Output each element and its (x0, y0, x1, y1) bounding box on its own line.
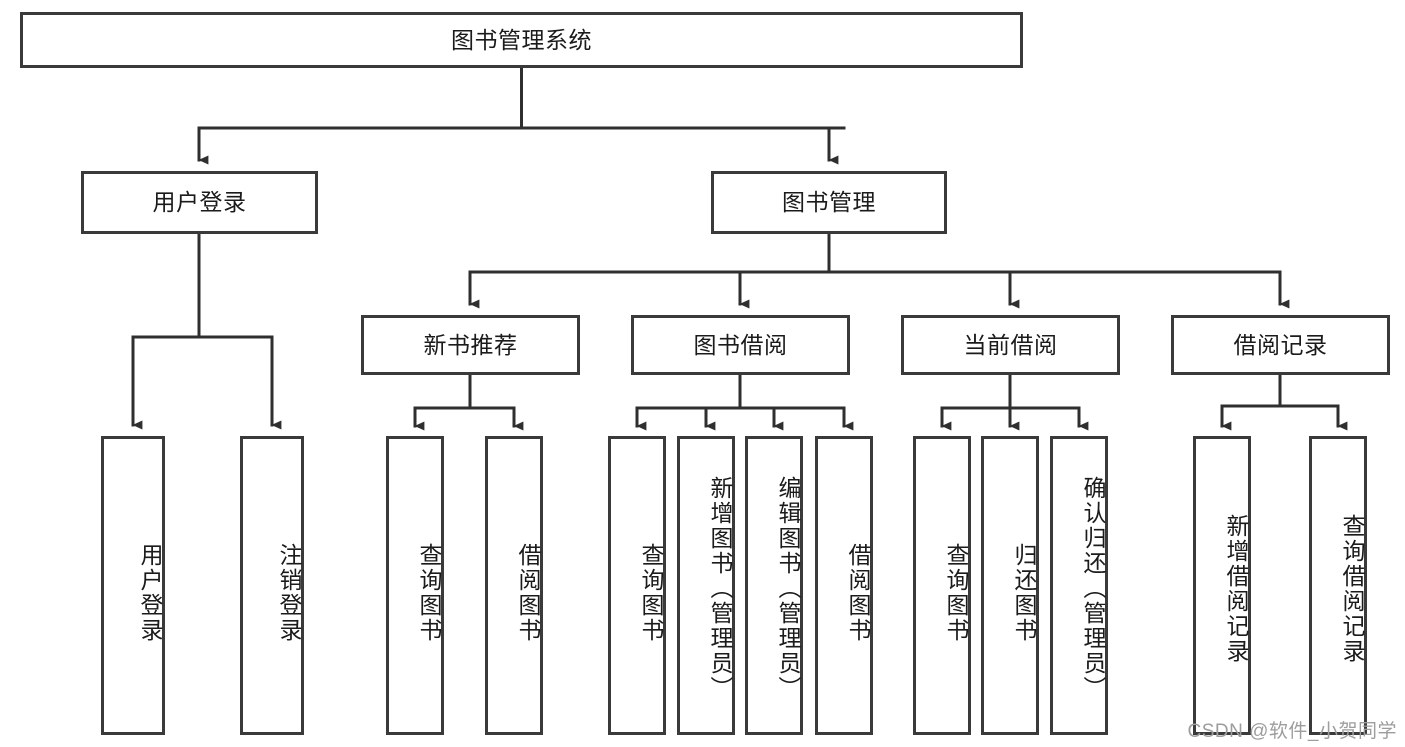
node-label: 归还图书 (1011, 542, 1037, 643)
node-label: 查询图书 (943, 542, 969, 643)
node-label: 新增借阅记录 (1223, 513, 1249, 664)
node-label: 注销登录 (276, 542, 302, 643)
node-label: 查询图书 (638, 542, 664, 643)
node-borrow-record[interactable]: 借阅记录 (1171, 315, 1390, 375)
node-label: 用户登录 (137, 542, 163, 643)
node-root-system[interactable]: 图书管理系统 (20, 12, 1023, 68)
leaf-logout[interactable]: 注销登录 (240, 436, 304, 735)
node-label: 图书管理系统 (451, 26, 592, 53)
leaf-recommend-borrow-book[interactable]: 借阅图书 (485, 436, 543, 735)
leaf-record-query-record[interactable]: 查询借阅记录 (1309, 436, 1367, 735)
node-current-borrow[interactable]: 当前借阅 (901, 315, 1120, 375)
node-new-book-recommend[interactable]: 新书推荐 (361, 315, 580, 375)
node-user-login[interactable]: 用户登录 (81, 171, 318, 234)
node-label: 借阅记录 (1233, 331, 1328, 358)
csdn-watermark: CSDN @软件_小贺同学 (1187, 721, 1397, 742)
node-label: 当前借阅 (963, 331, 1058, 358)
node-label: 图书管理 (782, 189, 876, 215)
leaf-record-add-record[interactable]: 新增借阅记录 (1193, 436, 1251, 735)
node-label: 新增图书（管理员） (707, 476, 733, 701)
leaf-recommend-query-book[interactable]: 查询图书 (386, 436, 444, 735)
node-book-borrow[interactable]: 图书借阅 (631, 315, 850, 375)
node-label: 编辑图书（管理员） (775, 476, 801, 701)
leaf-user-login[interactable]: 用户登录 (101, 436, 165, 735)
leaf-borrow-edit-book-admin[interactable]: 编辑图书（管理员） (745, 436, 803, 735)
node-label: 借阅图书 (845, 542, 871, 643)
leaf-borrow-add-book-admin[interactable]: 新增图书（管理员） (677, 436, 735, 735)
leaf-current-confirm-return-admin[interactable]: 确认归还（管理员） (1050, 436, 1108, 735)
node-label: 查询图书 (416, 542, 442, 643)
node-label: 用户登录 (152, 189, 247, 215)
node-label: 借阅图书 (515, 542, 541, 643)
leaf-borrow-borrow-book[interactable]: 借阅图书 (815, 436, 873, 735)
node-label: 新书推荐 (423, 331, 518, 358)
leaf-current-query-book[interactable]: 查询图书 (913, 436, 971, 735)
leaf-current-return-book[interactable]: 归还图书 (981, 436, 1039, 735)
node-label: 确认归还（管理员） (1080, 476, 1106, 701)
node-label: 查询借阅记录 (1339, 513, 1365, 664)
node-label: 图书借阅 (693, 331, 788, 358)
leaf-borrow-query-book[interactable]: 查询图书 (608, 436, 666, 735)
node-book-management[interactable]: 图书管理 (711, 171, 947, 234)
